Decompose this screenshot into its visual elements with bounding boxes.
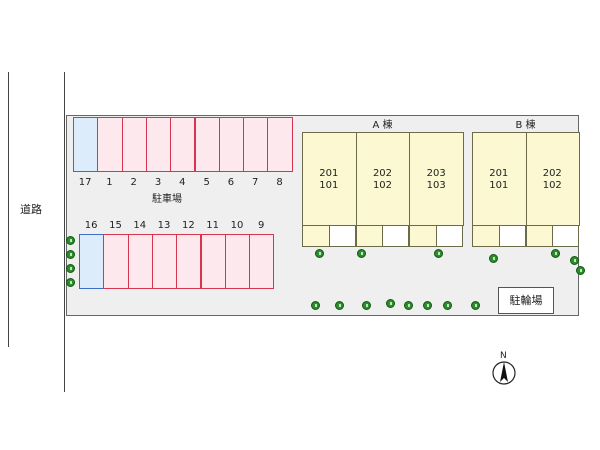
building-name: B 棟 [515, 120, 536, 131]
road-label: 道路 [20, 203, 42, 216]
tree-icon [335, 301, 344, 310]
tree-icon [315, 249, 324, 258]
unit-number-lower: 101 [319, 180, 339, 191]
parking-spot [249, 234, 275, 289]
compass: N [491, 352, 517, 386]
unit-number-lower: 102 [372, 180, 393, 191]
building-unit [409, 132, 464, 226]
parking-spot-number: 3 [154, 177, 162, 188]
parking-spot-number: 13 [157, 220, 171, 231]
unit-number-lower: 101 [489, 180, 509, 191]
parking-spot [170, 117, 196, 172]
unit-wing [355, 225, 384, 247]
tree-icon [66, 236, 75, 245]
parking-spot [73, 117, 99, 172]
tree-icon [404, 301, 413, 310]
parking-spot [194, 117, 220, 172]
parking-spot-number: 17 [78, 177, 92, 188]
parking-spot-number: 9 [258, 220, 265, 231]
parking-spot [218, 117, 245, 172]
parking-spot [97, 117, 123, 172]
tree-icon [489, 254, 498, 263]
unit-number-upper: 201 [489, 168, 509, 179]
unit-number-upper: 202 [542, 168, 562, 179]
parking-spot-number: 6 [227, 177, 235, 188]
parking-spot-number: 15 [109, 220, 122, 231]
tree-icon [357, 249, 366, 258]
parking-spot-number: 2 [130, 177, 137, 188]
tree-icon [443, 301, 452, 310]
unit-entrance [435, 225, 463, 247]
unit-wing [409, 225, 437, 247]
unit-entrance [497, 225, 526, 247]
parking-spot-number: 16 [84, 220, 98, 231]
parking-spot-number: 14 [133, 220, 147, 231]
unit-number-upper: 201 [319, 168, 339, 179]
unit-number-lower: 102 [542, 180, 562, 191]
parking-spot [79, 234, 105, 289]
parking-title: 駐車場 [152, 194, 182, 205]
tree-icon [66, 250, 75, 259]
parking-spot [103, 234, 129, 289]
parking-spot-number: 8 [276, 177, 283, 188]
unit-number-upper: 203 [426, 168, 446, 179]
parking-spot [267, 117, 293, 172]
parking-spot [243, 117, 269, 172]
bicycle-parking: 駐輪場 [498, 287, 554, 314]
tree-icon [311, 301, 320, 310]
parking-spot [176, 234, 202, 289]
tree-icon [66, 264, 75, 273]
tree-icon [551, 249, 560, 258]
parking-spot [151, 234, 178, 289]
unit-wing [302, 225, 330, 247]
parking-spot-number: 5 [203, 177, 210, 188]
road-edge-right [64, 72, 65, 392]
unit-number-lower: 103 [426, 180, 446, 191]
parking-spot-number: 11 [206, 220, 220, 231]
tree-icon [423, 301, 432, 310]
tree-icon [570, 256, 579, 265]
parking-spot-number: 1 [106, 177, 113, 188]
unit-entrance [551, 225, 579, 247]
tree-icon [66, 278, 75, 287]
road-edge-left [8, 72, 9, 347]
building-unit [525, 132, 580, 226]
compass-letter: N [500, 351, 507, 361]
parking-spot [200, 234, 226, 289]
tree-icon [434, 249, 443, 258]
tree-icon [362, 301, 371, 310]
parking-spot [127, 234, 153, 289]
parking-spot-number: 10 [230, 220, 244, 231]
parking-spot [224, 234, 251, 289]
unit-entrance [381, 225, 410, 247]
tree-icon [386, 299, 395, 308]
building-unit [355, 132, 411, 226]
compass-north-arrow-icon [492, 361, 516, 385]
building-name: A 棟 [372, 120, 393, 131]
parking-spot [145, 117, 172, 172]
parking-spot-number: 4 [179, 177, 186, 188]
unit-wing [525, 225, 553, 247]
tree-icon [471, 301, 480, 310]
unit-number-upper: 202 [372, 168, 393, 179]
unit-entrance [327, 225, 356, 247]
tree-icon [576, 266, 585, 275]
building-unit [472, 132, 527, 226]
parking-spot [121, 117, 147, 172]
unit-wing [472, 225, 500, 247]
parking-spot-number: 12 [181, 220, 195, 231]
parking-spot-number: 7 [252, 177, 259, 188]
